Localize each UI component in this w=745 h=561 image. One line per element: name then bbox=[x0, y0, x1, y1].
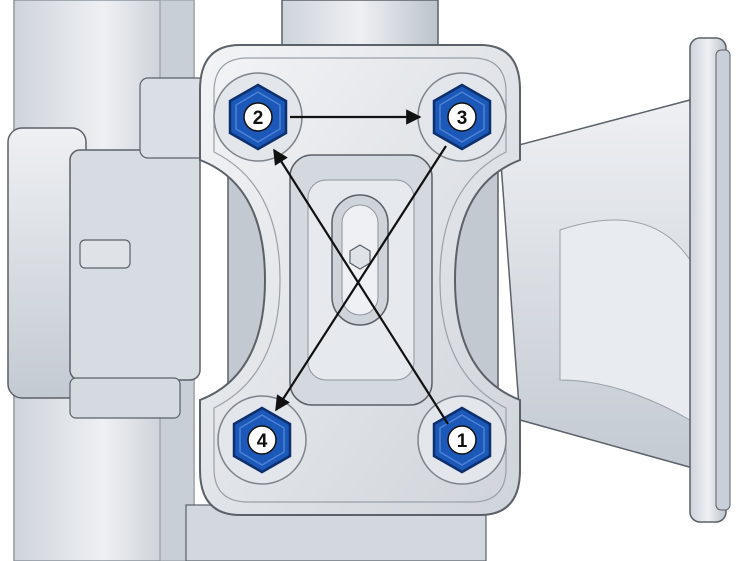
nut-label-badge bbox=[447, 425, 477, 455]
nut-4[interactable]: 4 bbox=[232, 406, 292, 474]
left-lower-bracket bbox=[69, 377, 181, 419]
nut-label: 1 bbox=[457, 431, 468, 452]
nut-label-badge bbox=[247, 425, 277, 455]
nut-label-badge bbox=[243, 102, 273, 132]
bearing-cap-plate-bevel bbox=[213, 57, 507, 503]
nut-label: 4 bbox=[257, 431, 268, 452]
left-bolt bbox=[79, 239, 131, 269]
arrow-1-to-2 bbox=[273, 148, 449, 425]
center-bolt-icon bbox=[349, 244, 371, 270]
nut-label: 3 bbox=[457, 108, 468, 129]
nut-label-badge bbox=[447, 102, 477, 132]
tightening-sequence-arrows bbox=[273, 109, 449, 425]
hex-nut-face bbox=[439, 414, 485, 466]
hex-nut-face bbox=[235, 91, 281, 143]
nut-3[interactable]: 3 bbox=[432, 83, 492, 151]
nut-2[interactable]: 2 bbox=[228, 83, 288, 151]
arrow-3-to-4 bbox=[275, 145, 447, 412]
hex-nut-face bbox=[439, 91, 485, 143]
nut-label: 2 bbox=[253, 108, 264, 129]
washers bbox=[213, 72, 507, 485]
hex-nut-face bbox=[239, 414, 285, 466]
right-flange-rim bbox=[715, 49, 731, 511]
